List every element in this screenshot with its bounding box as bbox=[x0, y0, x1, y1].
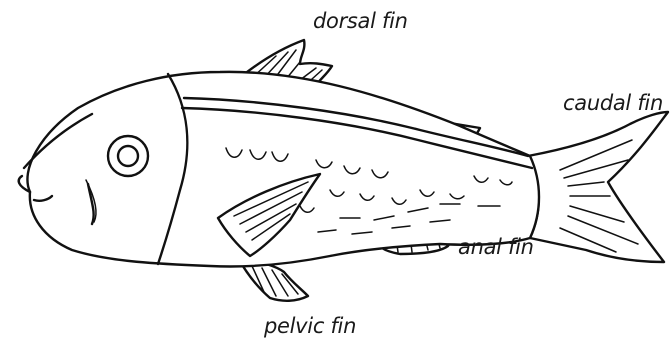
dorsal-fin-label: dorsal fin bbox=[313, 9, 408, 33]
anal-fin-label: anal fin bbox=[458, 235, 534, 259]
pelvic-fin-label: pelvic fin bbox=[263, 314, 356, 338]
caudal-fin bbox=[528, 112, 668, 262]
fish-eye bbox=[108, 136, 148, 176]
caudal-fin-label: caudal fin bbox=[563, 91, 663, 115]
